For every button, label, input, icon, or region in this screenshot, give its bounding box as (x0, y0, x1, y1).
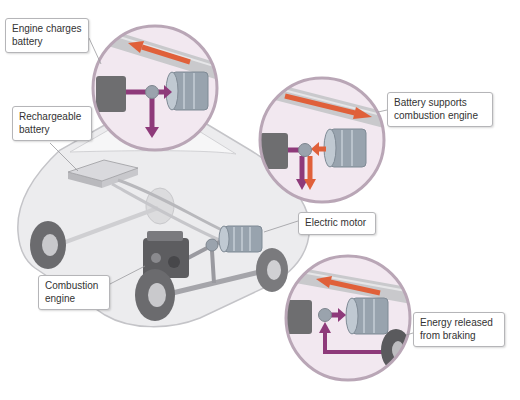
wheel (30, 221, 66, 269)
inset-circle (260, 78, 384, 202)
label-box: Battery supports combustion engine (387, 92, 493, 127)
joint (299, 144, 312, 157)
joint (319, 309, 332, 322)
motor-stripe (193, 73, 195, 109)
cable-bar (268, 90, 385, 120)
leader-line (89, 38, 101, 64)
cable-bar-highlight (290, 270, 412, 292)
energy-arrow (285, 96, 355, 113)
arrow-head (164, 85, 172, 99)
leader-line (110, 266, 145, 284)
leader-line (50, 143, 78, 171)
power-arrow (331, 313, 339, 318)
motor-stripe (183, 73, 185, 109)
battery (68, 160, 138, 181)
joint (146, 86, 159, 99)
arrow-head (338, 308, 346, 322)
motor-stripe (233, 227, 235, 251)
motor-stripe (249, 227, 251, 251)
wheel (256, 248, 288, 292)
energy-arrow (318, 147, 326, 152)
engine (96, 76, 126, 112)
cable-bar (100, 35, 220, 72)
cable (112, 184, 224, 242)
motor-stripe (241, 227, 243, 251)
joint (206, 239, 218, 251)
power-arrow (158, 90, 165, 95)
cable (118, 180, 226, 232)
label-text: Engine charges battery (12, 23, 82, 48)
inset-circle (286, 256, 410, 380)
label-text: Energy released from braking (420, 317, 498, 342)
label-box: Combustion engine (38, 275, 110, 310)
inset-border (260, 78, 384, 202)
label-text: Combustion engine (45, 280, 103, 305)
arrow-head (316, 276, 332, 288)
engine (286, 300, 312, 334)
motor-stripe (373, 299, 375, 333)
motor-stripe (341, 130, 343, 166)
engine-top (147, 231, 183, 241)
label-text: Rechargeable battery (19, 111, 85, 136)
power-arrow (150, 98, 155, 128)
inset-border (93, 26, 217, 150)
arrow-head (304, 179, 316, 190)
motor-end (346, 298, 358, 334)
energy-arrow (142, 47, 190, 62)
inset-border (286, 256, 410, 380)
arrow-head (128, 41, 144, 53)
arrow-head (353, 107, 372, 119)
arrow-head (311, 142, 319, 156)
power-arrow (126, 90, 146, 95)
inset-content (286, 270, 412, 371)
label-box: Engine charges battery (5, 18, 89, 53)
wheel-hub (148, 283, 166, 307)
motor-stripe (351, 130, 353, 166)
rear-axle (52, 208, 158, 247)
power-arrow (288, 148, 299, 153)
label-text: Battery supports combustion engine (394, 97, 486, 122)
label-box: Rechargeable battery (12, 106, 92, 141)
label-text: Electric motor (305, 217, 369, 230)
leader-line (264, 221, 298, 232)
leader-line (406, 333, 413, 335)
power-arrow (325, 332, 388, 352)
energy-arrow (330, 282, 380, 293)
wheel-hub (42, 234, 58, 256)
drive-shaft (212, 251, 214, 283)
engine-detail (168, 256, 180, 268)
label-box: Energy released from braking (413, 312, 505, 347)
electric-motor (224, 226, 262, 252)
wheel-hub (267, 260, 281, 280)
engine-detail (151, 253, 161, 263)
leader-line (378, 110, 387, 112)
label-box: Electric motor (298, 212, 376, 235)
power-arrow (300, 156, 305, 180)
inset-content (260, 86, 385, 190)
energy-arrow (308, 156, 313, 180)
motor-stripe (363, 299, 365, 333)
drive-shaft (188, 248, 207, 258)
arrow-head (319, 322, 331, 333)
arrow-head (145, 127, 159, 138)
motor-end (219, 226, 229, 252)
wheel (135, 269, 175, 321)
